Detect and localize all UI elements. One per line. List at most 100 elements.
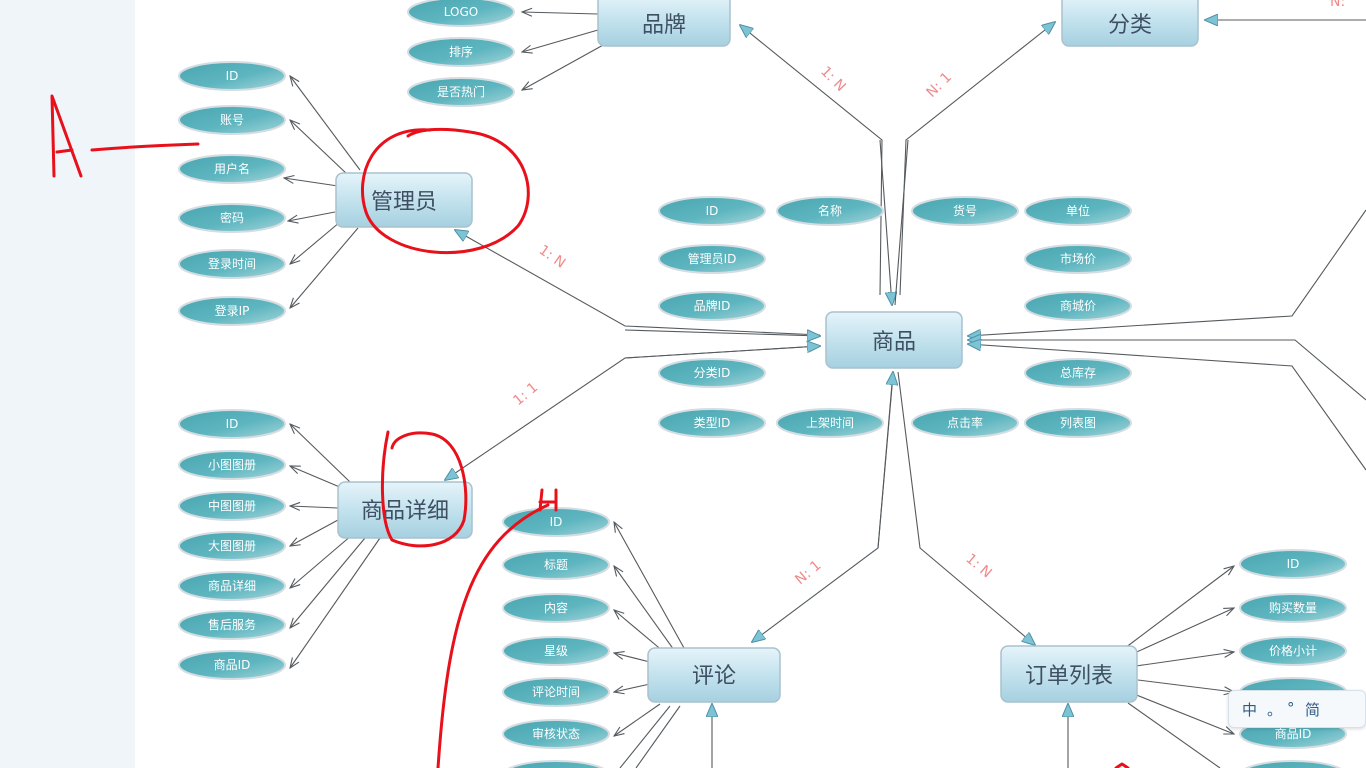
annotation-circle-detail — [380, 430, 468, 548]
svg-text:LOGO: LOGO — [444, 5, 478, 19]
annotation-letter-b — [538, 488, 558, 512]
svg-text:账号: 账号 — [220, 113, 244, 127]
left-sidebar-panel — [0, 0, 135, 768]
relation-admin-product-end — [624, 329, 820, 336]
entity-category: 分类 — [1061, 0, 1199, 47]
svg-text:单位: 单位 — [1066, 203, 1090, 218]
entity-comment: 评论 — [647, 647, 781, 703]
attr-product-type-id: 类型ID — [658, 408, 766, 438]
relation-right-1 — [968, 209, 1366, 336]
ime-punct-toggle[interactable]: 。 — [1267, 701, 1283, 719]
attr-comment-review-status: 审核状态 — [502, 719, 610, 749]
svg-text:购买数量: 购买数量 — [1269, 600, 1317, 615]
entity-admin: 管理员 — [335, 172, 473, 228]
svg-text:类型ID: 类型ID — [694, 416, 731, 430]
ime-script-toggle[interactable]: 简 — [1305, 701, 1321, 719]
svg-text:商品ID: 商品ID — [1275, 726, 1312, 741]
red-annotations — [50, 94, 1130, 768]
attr-brand-sort: 排序 — [407, 37, 515, 67]
attribute-ellipses: LOGO 排序 是否热门 ID 账号 用户名 密码 登录时间 登录IP ID 名… — [178, 0, 1347, 768]
svg-text:分类ID: 分类ID — [694, 366, 731, 380]
annotation-circle-admin — [361, 127, 530, 254]
cardinality-labels: 1: N N: 1 1: N 1: 1 N: 1 1: N N: — [510, 0, 1345, 588]
annotation-mark-bottom — [1114, 762, 1130, 768]
attr-admin-login-time: 登录时间 — [178, 249, 286, 279]
svg-text:市场价: 市场价 — [1060, 251, 1096, 266]
svg-text:商城价: 商城价 — [1060, 298, 1096, 313]
svg-text:ID: ID — [550, 515, 563, 529]
cardinality-admin-product: 1: N — [536, 242, 569, 271]
attr-comment-time: 评论时间 — [502, 677, 610, 707]
attr-brand-hot: 是否热门 — [407, 77, 515, 107]
attr-order-id: ID — [1239, 549, 1347, 579]
svg-text:排序: 排序 — [449, 44, 473, 59]
svg-text:价格小计: 价格小计 — [1269, 643, 1317, 658]
svg-text:上架时间: 上架时间 — [806, 416, 854, 430]
svg-text:ID: ID — [706, 204, 719, 218]
cardinality-offscreen: N: — [1330, 0, 1345, 10]
attr-admin-id: ID — [178, 61, 286, 91]
relation-brand-product-stem — [879, 139, 892, 305]
svg-text:总库存: 总库存 — [1060, 365, 1096, 380]
svg-text:品牌ID: 品牌ID — [694, 299, 731, 313]
relation-brand-product — [740, 25, 883, 296]
attr-detail-description: 商品详细 — [178, 571, 286, 601]
attr-product-id: ID — [658, 196, 766, 226]
attr-order-offscreen — [1244, 760, 1342, 768]
ime-width-toggle[interactable]: ° — [1287, 699, 1295, 717]
attribute-lines — [284, 12, 1234, 768]
relation-detail-product — [445, 345, 821, 480]
relation-category-product-stem — [894, 139, 909, 306]
ime-toolbar[interactable]: 中 。 ° 简 — [1228, 690, 1366, 728]
annotation-pointer-line — [90, 142, 200, 152]
relation-order-product — [897, 371, 1035, 645]
attr-product-admin-id: 管理员ID — [658, 244, 766, 274]
entity-order-list: 订单列表 — [1000, 645, 1138, 703]
cardinality-order-product: 1: N — [962, 551, 994, 582]
attr-product-unit: 单位 — [1024, 196, 1132, 226]
ime-mode-toggle[interactable]: 中 — [1242, 701, 1258, 719]
svg-text:大图图册: 大图图册 — [208, 539, 256, 553]
svg-text:ID: ID — [1287, 557, 1300, 571]
attr-product-category-id: 分类ID — [658, 358, 766, 388]
svg-text:小图图册: 小图图册 — [208, 458, 256, 472]
svg-text:分类: 分类 — [1108, 13, 1152, 38]
svg-text:订单列表: 订单列表 — [1025, 664, 1113, 689]
entity-brand: 品牌 — [597, 0, 731, 47]
svg-text:标题: 标题 — [544, 558, 568, 572]
svg-text:品牌: 品牌 — [642, 13, 686, 38]
svg-text:售后服务: 售后服务 — [208, 617, 256, 632]
svg-text:商品: 商品 — [872, 330, 916, 355]
attr-product-brand-id: 品牌ID — [658, 291, 766, 321]
attr-product-click-rate: 点击率 — [911, 408, 1019, 438]
attr-admin-password: 密码 — [178, 203, 286, 233]
relation-category-product — [899, 22, 1055, 296]
svg-text:货号: 货号 — [953, 203, 977, 218]
svg-text:中图图册: 中图图册 — [208, 498, 256, 513]
entity-product: 商品 — [825, 311, 963, 369]
cardinality-brand-product: 1: N — [817, 64, 848, 95]
svg-text:点击率: 点击率 — [947, 415, 983, 430]
relation-right-3 — [968, 344, 1366, 471]
relation-right-2 — [968, 340, 1366, 401]
attr-product-name: 名称 — [776, 196, 884, 226]
annotation-letter-a — [50, 94, 83, 178]
attr-admin-login-ip: 登录IP — [178, 296, 286, 326]
attr-detail-medium-gallery: 中图图册 — [178, 491, 286, 521]
relation-comment-product-stem — [877, 372, 893, 549]
attr-detail-small-gallery: 小图图册 — [178, 450, 286, 480]
cardinality-category-product: N: 1 — [924, 69, 955, 100]
attr-comment-offscreen — [507, 760, 605, 768]
attr-order-subtotal: 价格小计 — [1239, 636, 1347, 666]
relation-admin-product — [455, 230, 821, 336]
svg-text:星级: 星级 — [544, 644, 568, 658]
cardinality-comment-product: N: 1 — [792, 557, 824, 588]
attr-comment-title: 标题 — [502, 550, 610, 580]
relationship-lines — [445, 20, 1366, 768]
attr-detail-after-sales: 售后服务 — [178, 610, 286, 640]
attr-product-shop-price: 商城价 — [1024, 291, 1132, 321]
svg-text:是否热门: 是否热门 — [437, 84, 485, 99]
svg-text:登录IP: 登录IP — [215, 303, 250, 318]
entity-boxes: 品牌 分类 管理员 商品 商品详细 评论 订单列表 — [335, 0, 1199, 703]
